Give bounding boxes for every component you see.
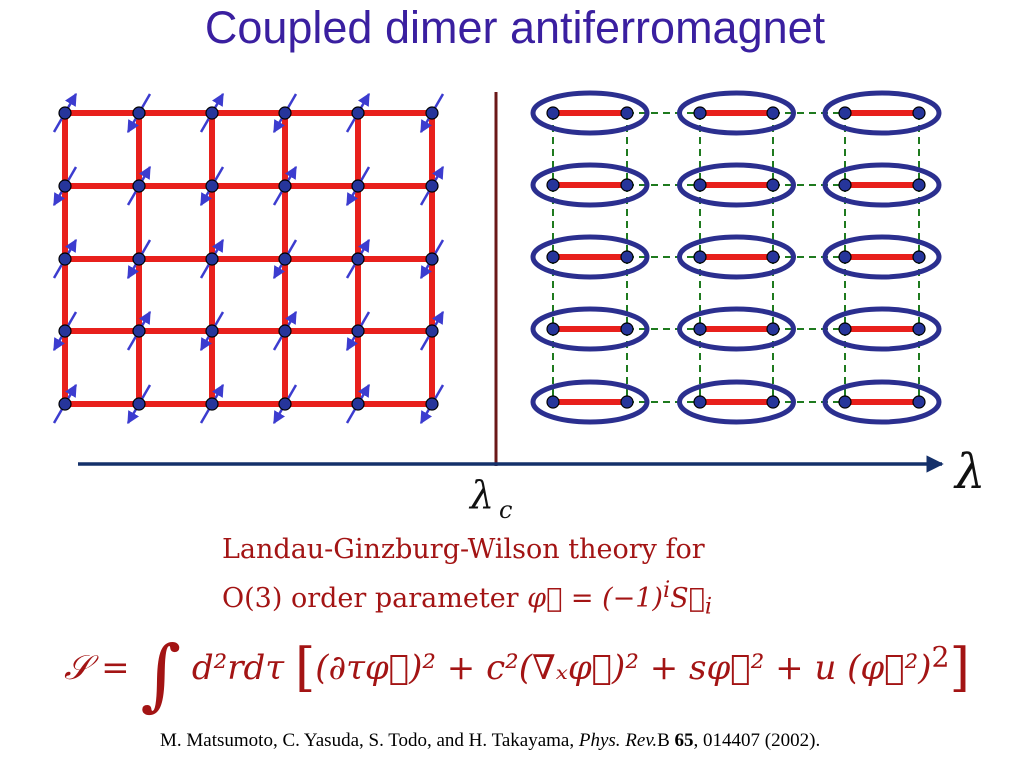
reference-authors: M. Matsumoto, C. Yasuda, S. Todo, and H.… <box>160 730 579 751</box>
lattice-site <box>59 180 71 192</box>
lattice-site <box>279 107 291 119</box>
reference-journal: Phys. Rev. <box>579 730 657 751</box>
lattice-site <box>426 325 438 337</box>
dimer-site <box>621 251 633 263</box>
lattice-site <box>59 107 71 119</box>
dimer-lattice <box>533 93 939 422</box>
order-parameter-formula: φ⃗ = (−1) <box>527 583 663 614</box>
lattice-site <box>59 398 71 410</box>
open-bracket: [ <box>295 638 315 698</box>
close-bracket: ] <box>950 638 970 698</box>
lattice-site <box>133 325 145 337</box>
lattice-site <box>133 180 145 192</box>
spin-symbol: S⃗ <box>670 583 705 614</box>
dimer-site <box>694 323 706 335</box>
lattice-site <box>426 253 438 265</box>
dimer-site <box>913 107 925 119</box>
lattice-site <box>133 107 145 119</box>
dimer-site <box>694 251 706 263</box>
dimer-site <box>767 396 779 408</box>
dimer-site <box>621 396 633 408</box>
dimer-site <box>547 251 559 263</box>
dimer-site <box>839 107 851 119</box>
dimer-site <box>621 179 633 191</box>
reference-series: B <box>657 730 674 751</box>
dimer-site <box>839 251 851 263</box>
dimer-site <box>547 396 559 408</box>
action-measure: d²rdτ <box>192 648 284 688</box>
reference-rest: , 014407 (2002). <box>694 730 821 751</box>
lgw-line-1: Landau-Ginzburg-Wilson theory for <box>222 530 712 570</box>
dimer-site <box>913 396 925 408</box>
lattice-site <box>59 253 71 265</box>
lattice-site <box>426 180 438 192</box>
lattice-site <box>426 398 438 410</box>
spin-sub: i <box>705 593 712 619</box>
action-lhs: 𝒮 = <box>64 648 130 688</box>
neel-lattice <box>54 94 443 423</box>
lattice-site <box>352 253 364 265</box>
dimer-site <box>913 323 925 335</box>
dimer-site <box>913 179 925 191</box>
lgw-line-2: O(3) order parameter φ⃗ = (−1)iS⃗i <box>222 570 712 626</box>
dimer-site <box>767 323 779 335</box>
lgw-line-2-prefix: O(3) order parameter <box>222 583 527 614</box>
dimer-site <box>839 323 851 335</box>
dimer-site <box>547 107 559 119</box>
dimer-site <box>547 179 559 191</box>
lattice-site <box>352 325 364 337</box>
dimer-site <box>767 107 779 119</box>
dimer-site <box>767 179 779 191</box>
lambda-axis-label: λ <box>953 444 985 500</box>
lattice-site <box>426 107 438 119</box>
dimer-site <box>694 107 706 119</box>
reference-volume: 65 <box>675 730 694 751</box>
lattice-site <box>352 107 364 119</box>
lattice-site <box>59 325 71 337</box>
dimer-site <box>913 251 925 263</box>
dimer-site <box>694 179 706 191</box>
integral-sign: ∫ <box>140 630 181 720</box>
lattice-site <box>133 398 145 410</box>
action-formula: 𝒮 = ∫ d²rdτ [(∂τφ⃗)² + c²(∇ₓφ⃗)² + sφ⃗² … <box>64 630 970 720</box>
action-body: (∂τφ⃗)² + c²(∇ₓφ⃗)² + sφ⃗² + u (φ⃗²) <box>315 648 931 688</box>
lattice-site <box>279 253 291 265</box>
action-power: 2 <box>932 641 950 674</box>
dimer-site <box>839 179 851 191</box>
lattice-site <box>352 398 364 410</box>
lattice-site <box>279 180 291 192</box>
dimer-site <box>767 251 779 263</box>
lattice-site <box>206 180 218 192</box>
lattice-site <box>206 325 218 337</box>
lgw-description: Landau-Ginzburg-Wilson theory for O(3) o… <box>222 530 712 626</box>
lattice-site <box>279 398 291 410</box>
dimer-site <box>621 107 633 119</box>
dimer-site <box>694 396 706 408</box>
critical-lambda-subscript: c <box>499 496 512 524</box>
lattice-site <box>206 253 218 265</box>
lattice-site <box>206 107 218 119</box>
dimer-site <box>839 396 851 408</box>
lattice-site <box>133 253 145 265</box>
reference-citation: M. Matsumoto, C. Yasuda, S. Todo, and H.… <box>160 730 820 752</box>
lattice-site <box>279 325 291 337</box>
critical-lambda-label: λ <box>468 473 494 517</box>
dimer-site <box>621 323 633 335</box>
dimer-site <box>547 323 559 335</box>
lattice-site <box>206 398 218 410</box>
lattice-site <box>352 180 364 192</box>
